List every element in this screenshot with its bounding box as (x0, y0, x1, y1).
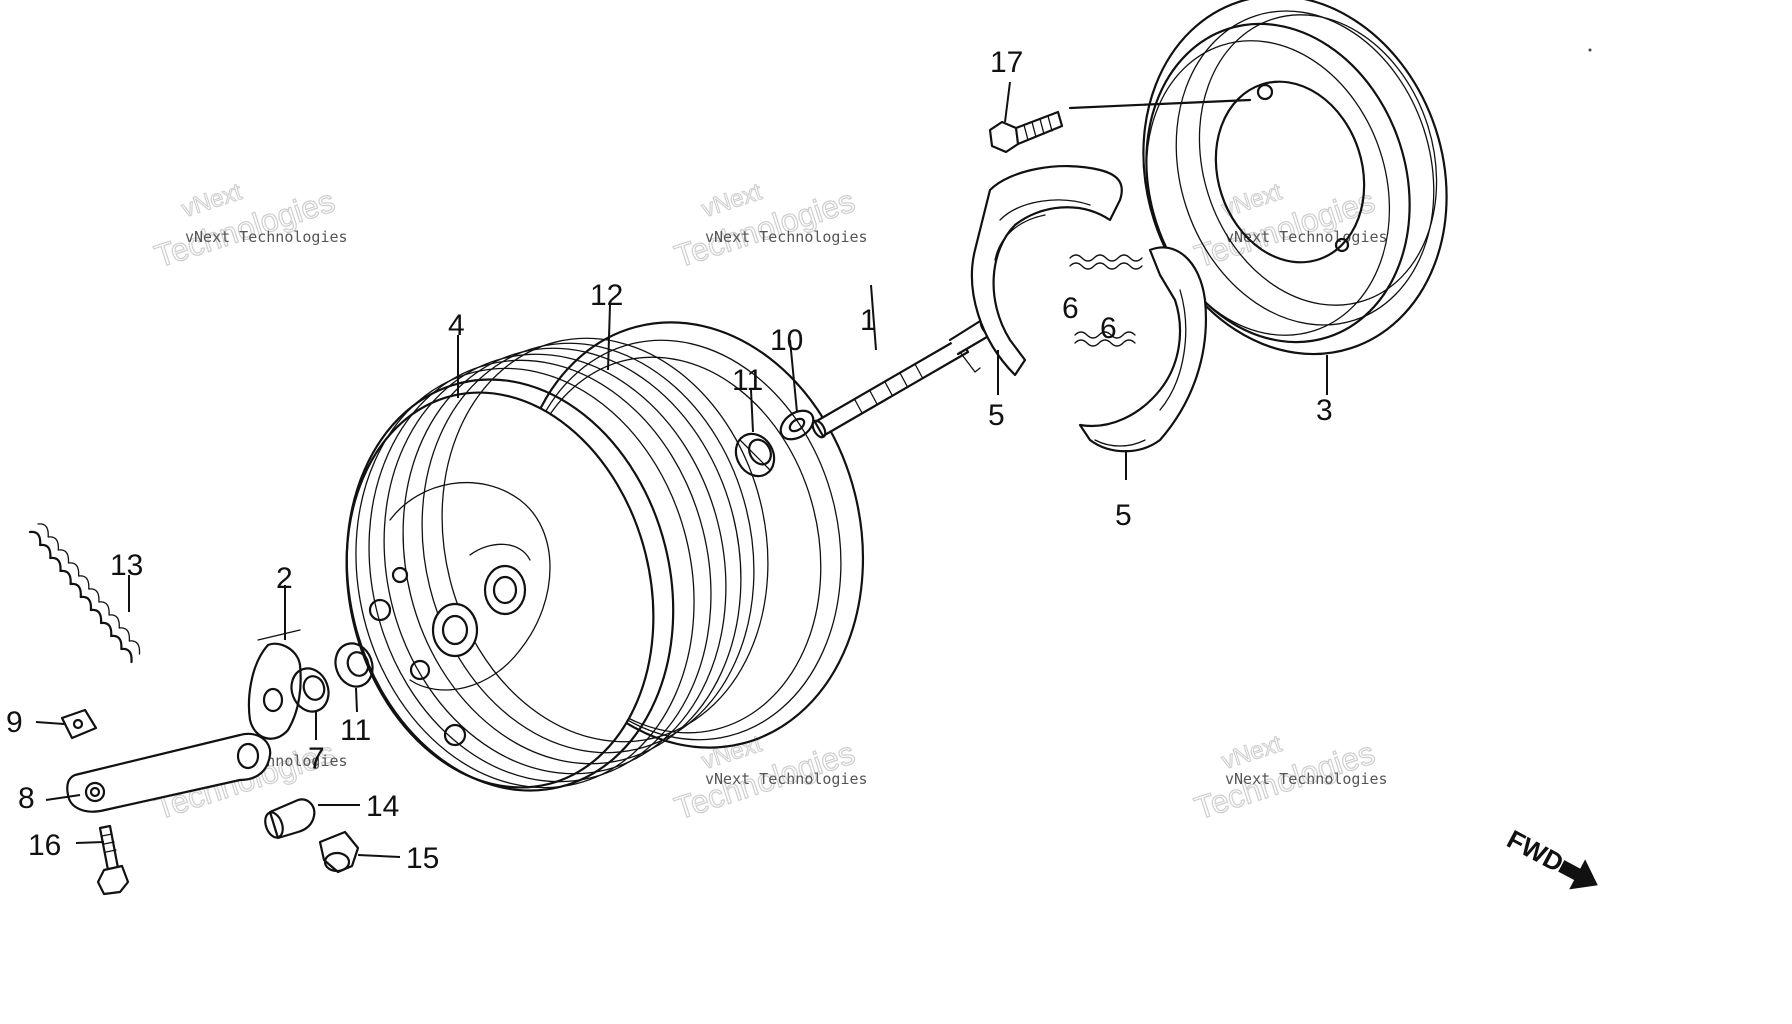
leader-10 (789, 339, 798, 413)
callout-4: 4 (448, 309, 465, 342)
part-15-nut (318, 830, 360, 874)
part-4-hub-panel (345, 337, 769, 792)
callout-16: 16 (28, 829, 61, 862)
callout-15: 15 (406, 842, 439, 875)
watermark-small: vNext Technologies (1225, 770, 1388, 788)
callout-10: 10 (770, 324, 803, 357)
callout-6-left: 6 (1062, 292, 1079, 325)
callout-9: 9 (6, 706, 23, 739)
leader-lines (35, 81, 1328, 858)
part-16-bolt (96, 824, 130, 896)
leader-12 (607, 304, 611, 371)
part-2-lever-plate (247, 629, 302, 740)
callout-8: 8 (18, 782, 35, 815)
part-7-washer (290, 667, 330, 713)
stray-mark (1588, 48, 1592, 52)
part-8-brake-arm (66, 732, 272, 813)
callout-6-right: 6 (1100, 312, 1117, 345)
part-9-plate (60, 708, 98, 740)
watermark-small: vNext Technologies (185, 228, 348, 246)
watermark-bottom-right: vNext Technologies (1190, 730, 1380, 827)
watermark-small: vNext Technologies (705, 228, 868, 246)
part-6-spring-lower (1074, 331, 1136, 347)
part-6-spring-upper (1069, 254, 1143, 270)
callout-1: 1 (860, 304, 877, 337)
watermarks: vNext Technologies vNext Technologies vN… (150, 178, 1388, 827)
part-1-axle (811, 315, 997, 439)
callout-11-lower: 11 (340, 714, 371, 747)
part-14-pin (264, 798, 316, 840)
callout-5-upper: 5 (988, 399, 1005, 432)
callout-5-lower: 5 (1115, 499, 1132, 532)
part-10-washer (779, 409, 815, 441)
watermark-small: vNext Technologies (1225, 228, 1388, 246)
part-3-drum-cover (1142, 0, 1448, 356)
leader-11a (750, 389, 754, 433)
part-11-bearing-lower (334, 642, 374, 688)
watermark-small: vNext Technologies (705, 770, 868, 788)
leader-17 (1004, 81, 1011, 123)
watermark-top-left: vNext Technologies (150, 178, 340, 275)
leader-8 (45, 794, 81, 801)
leader-15 (357, 854, 401, 858)
leader-9 (35, 721, 65, 725)
callout-7: 7 (308, 742, 325, 775)
part-5-brake-shoe-upper (970, 164, 1123, 377)
callout-2: 2 (276, 562, 293, 595)
callout-3: 3 (1316, 394, 1333, 427)
callout-17: 17 (990, 46, 1023, 79)
callout-12: 12 (590, 279, 623, 312)
leader-1 (870, 284, 877, 351)
leader-11b (355, 687, 358, 713)
part-11-bearing-upper (734, 432, 776, 478)
part-5-brake-shoe-lower (1078, 246, 1207, 453)
watermark-top-center: vNext Technologies (670, 178, 860, 275)
arrow-right-icon (1558, 859, 1598, 890)
forward-direction-indicator: FWD (1502, 824, 1598, 890)
callout-14: 14 (366, 790, 399, 823)
callout-11-upper: 11 (732, 364, 763, 397)
part-17-bolt (988, 98, 1252, 154)
fwd-label: FWD (1502, 824, 1568, 878)
callouts: 1 2 3 4 5 5 6 6 7 8 9 10 11 11 12 13 14 … (6, 46, 1333, 875)
callout-13: 13 (110, 549, 143, 582)
part-13-spring (28, 523, 141, 664)
leader-16 (75, 841, 105, 844)
